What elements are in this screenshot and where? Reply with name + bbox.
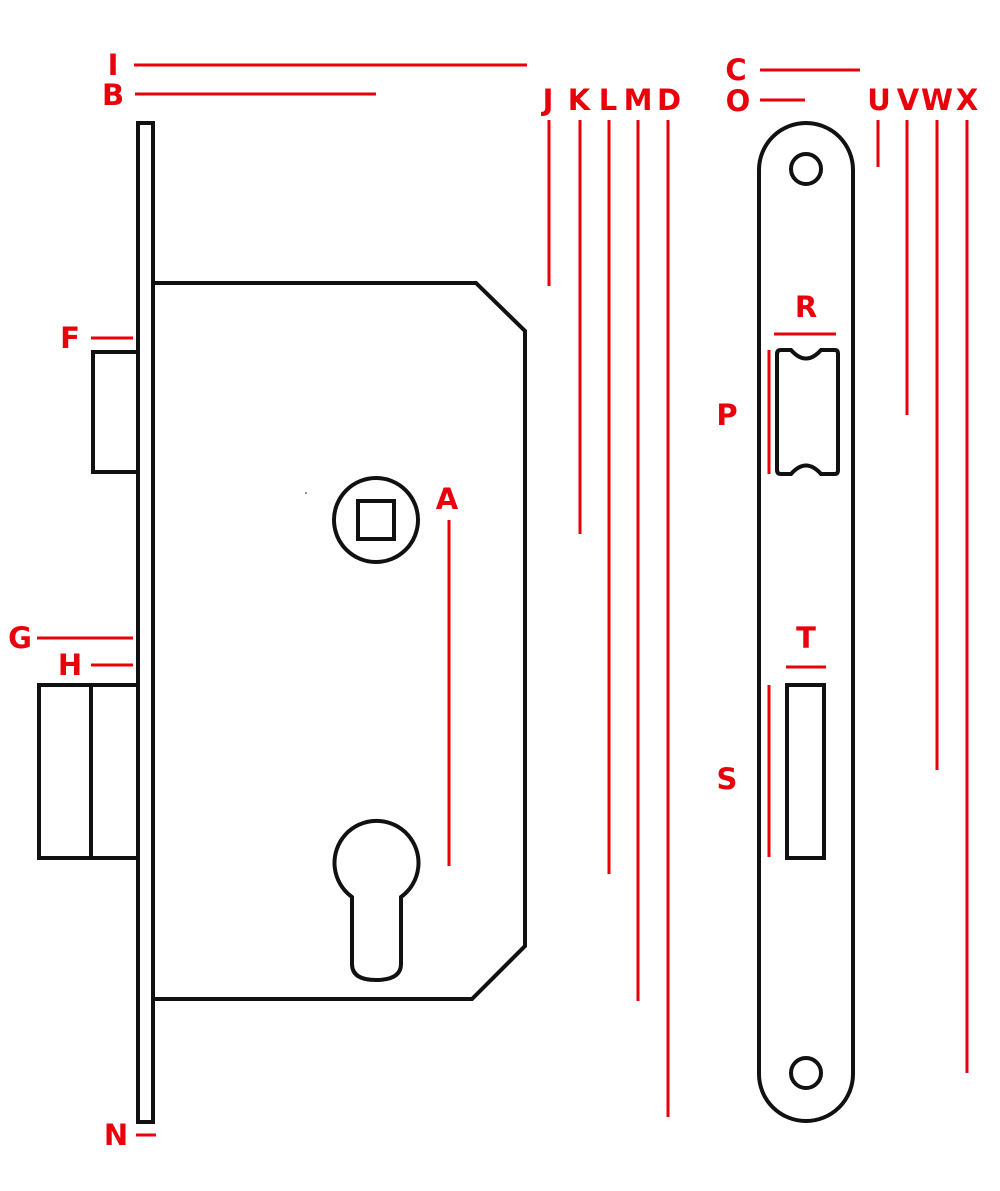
dim-label-H: H <box>58 648 82 682</box>
dim-label-G: G <box>8 621 32 655</box>
dim-label-O: O <box>726 84 751 118</box>
dim-label-S: S <box>717 762 738 796</box>
screw-hole-bottom <box>789 1056 823 1090</box>
dim-label-M: M <box>624 83 653 117</box>
follower-square-spindle <box>356 499 396 541</box>
dead-bolt <box>37 683 136 860</box>
latch-opening <box>775 348 840 476</box>
dim-label-B: B <box>102 78 124 112</box>
strike-plate <box>757 121 855 1123</box>
dim-label-R: R <box>795 290 817 324</box>
strike-plate-outline <box>757 121 855 1123</box>
mortise-lock-body <box>37 121 527 1124</box>
dim-label-X: X <box>956 83 978 117</box>
dim-label-P: P <box>716 398 737 432</box>
screw-hole-top <box>789 152 823 186</box>
dim-label-F: F <box>60 321 80 355</box>
bolt-opening <box>785 683 826 860</box>
dim-label-C: C <box>725 53 746 87</box>
dim-label-U: U <box>867 83 891 117</box>
follower-hub <box>332 476 420 564</box>
dim-label-I: I <box>108 48 119 82</box>
speck-dot <box>305 492 307 494</box>
dimension-lines <box>37 63 969 1137</box>
lock-case <box>153 281 527 1001</box>
dim-label-W: W <box>921 83 953 117</box>
dim-label-J: J <box>541 83 554 117</box>
dim-label-K: K <box>568 83 592 117</box>
dim-label-T: T <box>796 621 816 655</box>
dimension-labels: I B F G H N A J K L M D C O U V W X R P … <box>8 48 978 1152</box>
dim-label-V: V <box>897 83 920 117</box>
dim-label-A: A <box>436 482 459 516</box>
dim-label-N: N <box>104 1118 128 1152</box>
dim-label-L: L <box>599 83 617 117</box>
dim-label-D: D <box>657 83 681 117</box>
cylinder-keyhole <box>332 818 421 983</box>
latch-bolt <box>91 350 136 474</box>
lock-faceplate <box>136 121 155 1124</box>
